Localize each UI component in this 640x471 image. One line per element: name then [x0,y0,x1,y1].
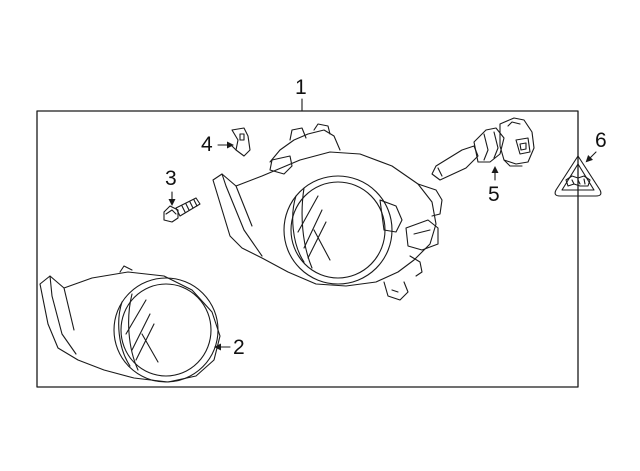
fog-lamp-assembly [212,123,443,301]
clip [231,127,251,157]
leader-arrow-3 [168,199,176,206]
leader-arrow-6 [585,155,593,163]
callout-label-5: 5 [488,183,500,206]
leader-arrow-2 [214,343,221,351]
callout-label-3: 3 [165,167,177,190]
leader-arrow-5 [491,166,499,173]
warning-label [554,155,602,197]
bulb [431,117,535,181]
callout-label-1: 1 [295,76,307,99]
callout-label-2: 2 [233,336,245,359]
callout-label-6: 6 [595,129,607,152]
callout-label-4: 4 [201,133,213,156]
assembly-frame [36,110,579,388]
lens [39,265,221,383]
screw [163,197,201,223]
leader-arrow-4 [227,141,234,149]
